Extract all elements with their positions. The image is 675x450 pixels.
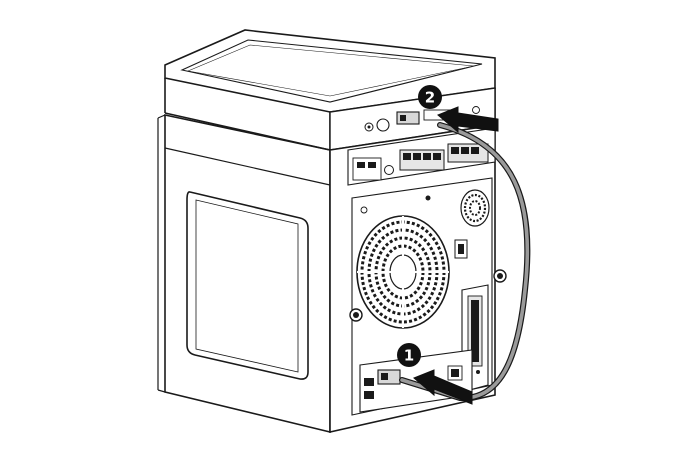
side-panel-window — [186, 191, 309, 380]
callout-2: 2 — [418, 85, 442, 109]
thick-arrow-left-icon — [437, 106, 499, 134]
callout-1-label: 1 — [404, 347, 414, 365]
small-fan-grille — [460, 189, 490, 227]
rear-fan-grille — [356, 215, 450, 329]
thumbscrew-left — [349, 308, 363, 322]
callout-1: 1 — [397, 343, 421, 367]
network-ports-row — [399, 143, 489, 171]
callout-2-label: 2 — [425, 89, 435, 107]
callout-1-circle — [397, 343, 421, 367]
chassis-left-panel — [157, 114, 331, 434]
connecting-cable — [399, 122, 531, 402]
chassis-top-lid — [164, 29, 496, 151]
callout-2-circle — [418, 85, 442, 109]
thick-arrow-left-icon — [413, 369, 473, 405]
thumbscrew-right — [493, 269, 507, 283]
